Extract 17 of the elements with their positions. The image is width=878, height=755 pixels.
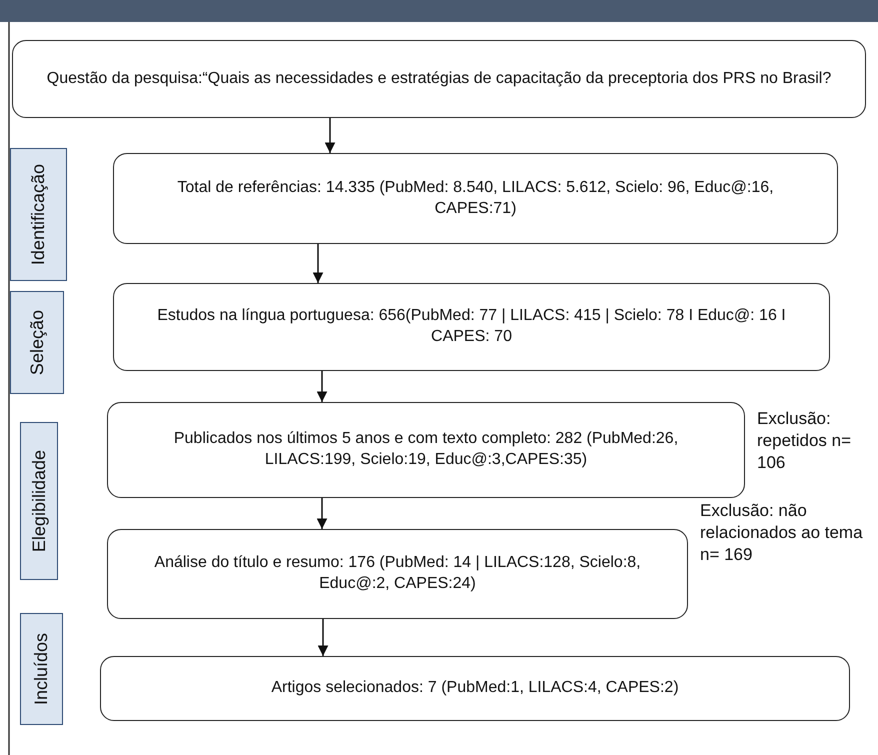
- process-box: Estudos na língua portuguesa: 656(PubMed: 77 | LILACS: 415 | Scielo: 78 I Educ@: 16 I CAPES: 70: [113, 283, 830, 371]
- stage-label: Seleção: [10, 291, 64, 394]
- arrow: [316, 498, 328, 529]
- arrow: [318, 619, 328, 656]
- stage-label: Elegibilidade: [20, 422, 58, 580]
- exclusion-note: Exclusão: repetidos n= 106: [757, 408, 852, 474]
- stage-label: Incluídos: [20, 613, 63, 725]
- process-box: Questão da pesquisa:“Quais as necessidades e estratégias de capacitação da preceptoria dos PRS no Brasil?: [12, 40, 866, 118]
- arrow: [324, 118, 336, 153]
- exclusion-note: Exclusão: não relacionados ao tema n= 169: [700, 500, 864, 566]
- process-box: Total de referências: 14.335 (PubMed: 8.540, LILACS: 5.612, Scielo: 96, Educ@:16, CAPES:71): [113, 153, 838, 244]
- process-box: Publicados nos últimos 5 anos e com texto completo: 282 (PubMed:26, LILACS:199, Scielo:19, Educ@:3,CAPES:35): [107, 402, 745, 498]
- process-box: Artigos selecionados: 7 (PubMed:1, LILACS:4, CAPES:2): [100, 656, 850, 721]
- arrow: [316, 371, 328, 402]
- process-box: Análise do título e resumo: 176 (PubMed: 14 | LILACS:128, Scielo:8, Educ@:2, CAPES:24): [107, 529, 688, 619]
- arrow: [312, 244, 324, 283]
- stage-label: Identificação: [10, 148, 67, 281]
